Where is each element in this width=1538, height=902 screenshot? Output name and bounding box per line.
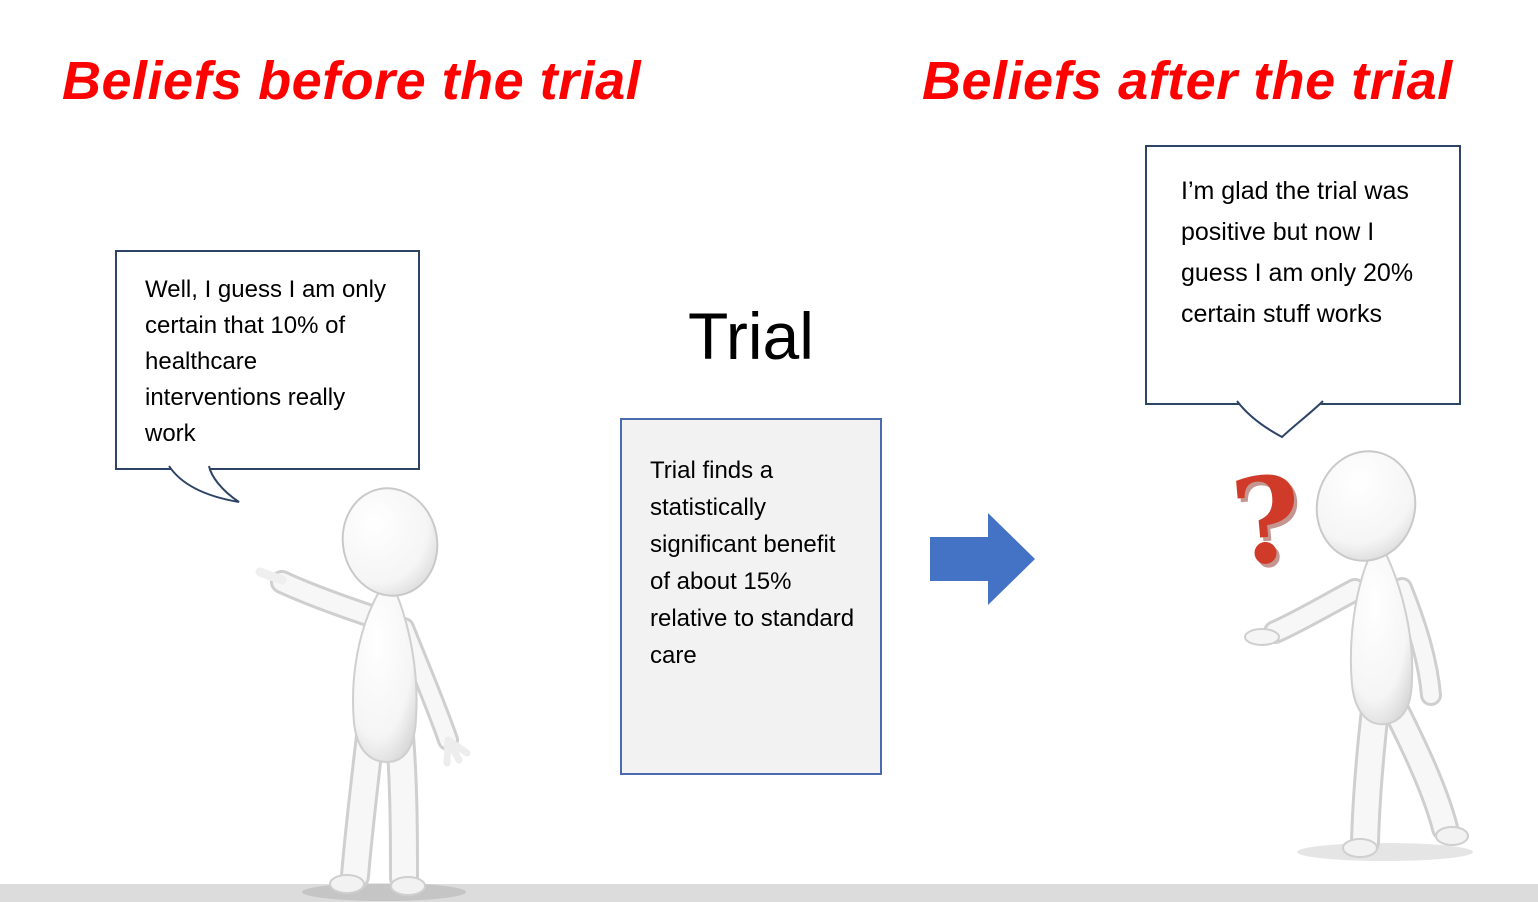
- figure-head: [341, 487, 439, 597]
- figure-after-person: [1244, 450, 1473, 861]
- figure-hanging-arm: [1391, 577, 1442, 706]
- figure-torso: [1349, 552, 1414, 726]
- figure-legs: [1342, 694, 1469, 858]
- figure-head: [1315, 450, 1417, 562]
- trial-description-text: Trial finds a statistically significant …: [650, 457, 855, 669]
- figure-extended-arm: [1244, 578, 1367, 646]
- speech-bubble-after: I’m glad the trial was positive but now …: [1145, 145, 1461, 439]
- figure-shadow: [302, 883, 466, 901]
- figure-torso: [352, 589, 418, 764]
- speech-bubble-before-tail-icon: [168, 465, 240, 503]
- figure-palm: [1244, 628, 1280, 646]
- trial-description-box: Trial finds a statistically significant …: [620, 418, 882, 775]
- speech-bubble-after-tail-icon: [1236, 400, 1324, 439]
- heading-beliefs-before: Beliefs before the trial: [62, 51, 642, 111]
- speech-bubble-after-text: I’m glad the trial was positive but now …: [1181, 177, 1414, 328]
- heading-beliefs-after: Beliefs after the trial: [922, 51, 1453, 111]
- speech-bubble-before: Well, I guess I am only certain that 10%…: [115, 250, 420, 503]
- question-mark: ?: [1226, 448, 1308, 593]
- floor-strip: [0, 884, 1538, 902]
- speech-bubble-before-text: Well, I guess I am only certain that 10%…: [145, 276, 386, 447]
- right-arrow-icon: [930, 513, 1035, 605]
- trial-heading: Trial: [688, 299, 814, 373]
- figure-shadow: [1297, 843, 1473, 861]
- figure-before-person: [255, 487, 471, 901]
